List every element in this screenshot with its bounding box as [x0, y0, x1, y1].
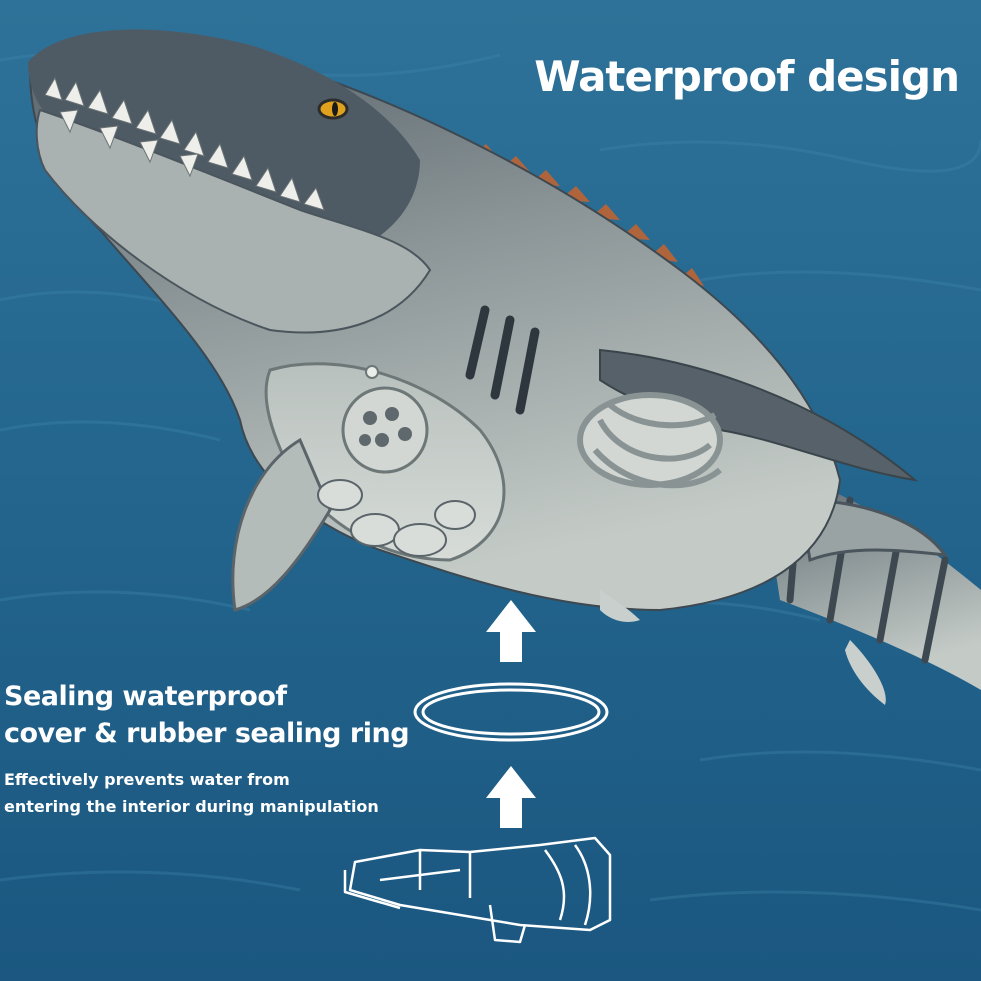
feature-title: Sealing waterproof cover & rubber sealin… [4, 678, 410, 752]
headline: Waterproof design [534, 52, 960, 101]
lower-fin [600, 590, 640, 622]
speaker-grill [341, 386, 429, 474]
gill-slits [465, 305, 540, 415]
feature-description-line: entering the interior during manipulatio… [4, 797, 379, 816]
teeth [44, 76, 325, 211]
battery-cover-outline-icon [343, 836, 612, 944]
feature-description-line: Effectively prevents water from [4, 770, 290, 789]
screw [365, 365, 379, 379]
claws [317, 479, 476, 557]
feature-title-line: cover & rubber sealing ring [4, 718, 410, 749]
feature-title-line: Sealing waterproof [4, 681, 287, 712]
arrow-up-icon [486, 600, 536, 662]
arrow-up-icon [486, 766, 536, 828]
flipper-gear [577, 392, 723, 489]
feature-description: Effectively prevents water from entering… [4, 766, 379, 820]
rear-flipper [798, 498, 949, 563]
mosasaur-head [28, 29, 420, 261]
rear-lower-flipper [845, 640, 886, 705]
speaker-holes [359, 407, 412, 447]
pupil [332, 102, 338, 116]
front-flipper-left [231, 437, 332, 612]
sealing-ring-icon [413, 682, 609, 742]
mosasaur-jaw [35, 108, 432, 334]
